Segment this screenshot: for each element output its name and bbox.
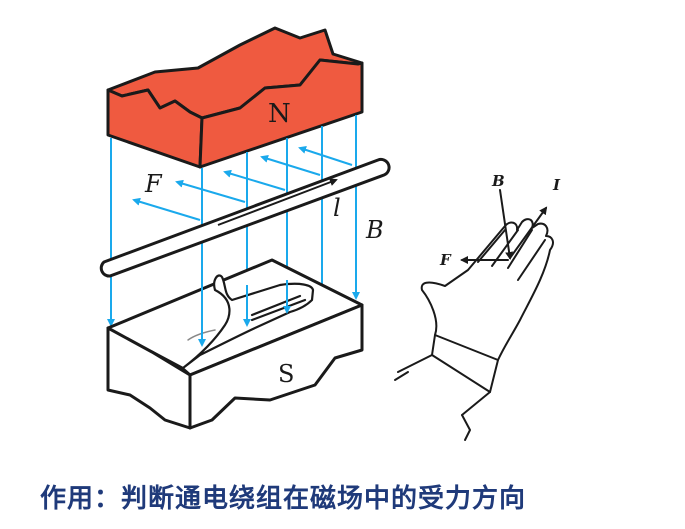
- left-hand-rule-figure: N F l B S: [99, 26, 561, 441]
- inset-current-label: I: [552, 176, 561, 194]
- inset-field-label: B: [491, 172, 505, 190]
- north-pole-magnet: N: [106, 26, 364, 169]
- north-pole-label: N: [268, 99, 291, 129]
- south-pole-label: S: [278, 360, 294, 388]
- magnetic-field-lines: [107, 115, 360, 347]
- force-label: F: [144, 170, 163, 198]
- south-pole-magnet: S: [106, 258, 364, 430]
- inset-force-label: F: [439, 251, 452, 269]
- field-label: B: [365, 216, 384, 244]
- inset-left-hand: [394, 189, 554, 441]
- current-label: l: [333, 194, 341, 222]
- current-conductor-rod: [99, 157, 391, 278]
- force-arrows: [132, 146, 353, 221]
- caption-text: 作用：判断通电绕组在磁场中的受力方向: [40, 484, 527, 514]
